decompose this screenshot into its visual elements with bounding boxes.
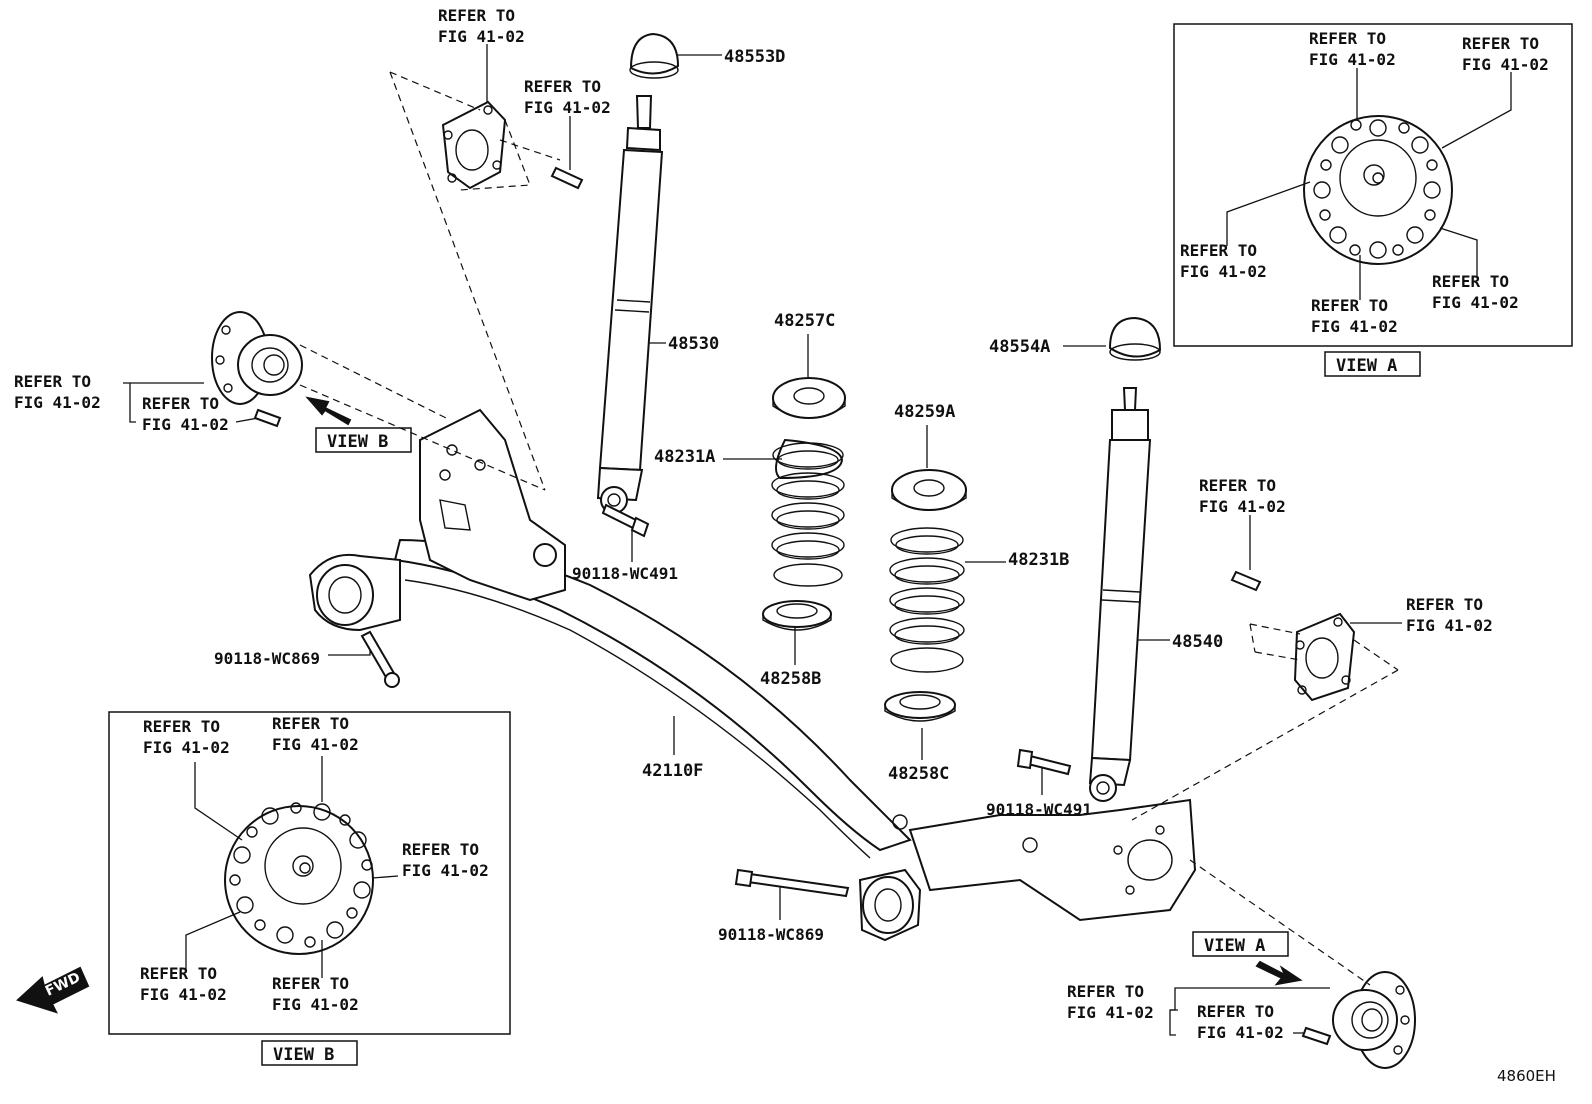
view-b-refer-top-line1: REFER TO — [272, 714, 349, 733]
view-a-caption: VIEW A — [1336, 356, 1397, 376]
coil-spring-48231A[interactable] — [771, 438, 845, 587]
rear-axle-beam-42110F[interactable] — [308, 408, 1197, 942]
view-a-arrow-caption: VIEW A — [1204, 936, 1265, 956]
coil-spring-48231B[interactable] — [889, 527, 965, 673]
view-a-refer-top-line1: REFER TO — [1309, 29, 1386, 48]
refer-right-bracket-line2: FIG 41-02 — [1406, 616, 1493, 635]
axle-hub-left — [211, 311, 546, 491]
part-labels: 48553D 48530 48257C 48231A 48258B 48259A… — [214, 47, 1223, 944]
view-a-refer-bottom-line2: FIG 41-02 — [1311, 317, 1398, 336]
label-90118-WC491-left[interactable]: 90118-WC491 — [572, 564, 678, 583]
label-48258B[interactable]: 48258B — [760, 669, 821, 689]
diagram-code: 4860EH — [1497, 1067, 1556, 1085]
refer-right-hub-line2: FIG 41-02 — [1067, 1003, 1154, 1022]
view-b-callout-tag: VIEW B — [305, 396, 412, 453]
refer-right-bracket-line1: REFER TO — [1406, 595, 1483, 614]
refer-left-bolt-line1: REFER TO — [142, 394, 219, 413]
bump-stopper-48553D[interactable] — [629, 32, 680, 79]
label-42110F[interactable]: 42110F — [642, 761, 703, 781]
label-48553D[interactable]: 48553D — [724, 47, 785, 67]
fwd-arrow-icon: FWD — [16, 966, 90, 1014]
refer-callouts: REFER TO FIG 41-02 REFER TO FIG 41-02 RE… — [14, 6, 1549, 1042]
view-b-refer-top-line2: FIG 41-02 — [272, 735, 359, 754]
label-90118-WC869-bottom[interactable]: 90118-WC869 — [718, 925, 824, 944]
bolt-90118-WC491-right[interactable] — [1016, 748, 1072, 776]
view-b-refer-bottom-line2: FIG 41-02 — [272, 995, 359, 1014]
upper-insulator-48259A[interactable] — [891, 469, 967, 511]
view-a-refer-right-line1: REFER TO — [1432, 272, 1509, 291]
lower-insulator-48258C[interactable] — [884, 691, 956, 722]
view-b-tag: VIEW B — [261, 1040, 358, 1066]
view-a-refer-top-line2: FIG 41-02 — [1309, 50, 1396, 69]
view-b-refer-bottom-line1: REFER TO — [272, 974, 349, 993]
refer-top-bracket-line1: REFER TO — [438, 6, 515, 25]
view-a-callout-tag: VIEW A — [1192, 931, 1303, 986]
label-48530[interactable]: 48530 — [668, 334, 719, 354]
label-48231B[interactable]: 48231B — [1008, 550, 1069, 570]
refer-top-bracket-line2: FIG 41-02 — [438, 27, 525, 46]
bolt-90118-WC491-left[interactable] — [601, 503, 650, 538]
refer-right-bolt-line1: REFER TO — [1199, 476, 1276, 495]
view-a-refer-left-line2: FIG 41-02 — [1180, 262, 1267, 281]
upper-insulator-48257C[interactable] — [772, 377, 846, 419]
small-bolt-right — [1230, 570, 1262, 592]
refer-right-bolt-line2: FIG 41-02 — [1199, 497, 1286, 516]
small-bolt-top — [550, 166, 584, 190]
refer-right-hub-line1: REFER TO — [1067, 982, 1144, 1001]
label-48259A[interactable]: 48259A — [894, 402, 955, 422]
refer-right-hub-bolt-line2: FIG 41-02 — [1197, 1023, 1284, 1042]
refer-left-hub-line1: REFER TO — [14, 372, 91, 391]
view-a-tag: VIEW A — [1324, 351, 1421, 377]
view-b-panel — [108, 711, 511, 1035]
view-b-refer-bl-line1: REFER TO — [140, 964, 217, 983]
view-a-refer-bottom-line1: REFER TO — [1311, 296, 1388, 315]
brake-backing-plate-top-left — [389, 71, 561, 491]
view-b-refer-tl-line1: REFER TO — [143, 717, 220, 736]
bump-stopper-48554A[interactable] — [1108, 316, 1162, 361]
view-a-refer-tr-line1: REFER TO — [1462, 34, 1539, 53]
lower-insulator-48258B[interactable] — [762, 600, 832, 631]
view-b-refer-tl-line2: FIG 41-02 — [143, 738, 230, 757]
refer-top-bolt-line1: REFER TO — [524, 77, 601, 96]
label-48258C[interactable]: 48258C — [888, 764, 949, 784]
refer-left-bolt-line2: FIG 41-02 — [142, 415, 229, 434]
refer-right-hub-bolt-line1: REFER TO — [1197, 1002, 1274, 1021]
bolt-90118-WC869-left[interactable] — [360, 630, 400, 688]
shock-absorber-48540[interactable] — [1088, 387, 1152, 802]
view-a-refer-tr-line2: FIG 41-02 — [1462, 55, 1549, 74]
shock-absorber-48530[interactable] — [596, 95, 664, 514]
label-48540[interactable]: 48540 — [1172, 632, 1223, 652]
view-a-refer-right-line2: FIG 41-02 — [1432, 293, 1519, 312]
view-b-arrow-caption: VIEW B — [327, 432, 388, 452]
label-48231A[interactable]: 48231A — [654, 447, 715, 467]
small-bolt-left-hub — [253, 408, 282, 428]
view-b-refer-bl-line2: FIG 41-02 — [140, 985, 227, 1004]
view-b-refer-right-line2: FIG 41-02 — [402, 861, 489, 880]
view-b-caption: VIEW B — [273, 1045, 334, 1065]
label-48257C[interactable]: 48257C — [774, 311, 835, 331]
label-90118-WC869-left[interactable]: 90118-WC869 — [214, 649, 320, 668]
small-bolt-right-hub — [1301, 1026, 1332, 1046]
view-a-refer-left-line1: REFER TO — [1180, 241, 1257, 260]
refer-top-bolt-line2: FIG 41-02 — [524, 98, 611, 117]
label-48554A[interactable]: 48554A — [989, 337, 1050, 357]
axle-hub-right — [1189, 859, 1416, 1069]
brake-backing-plate-right — [1131, 612, 1399, 821]
bolt-90118-WC869-bottom[interactable] — [734, 868, 850, 898]
refer-left-hub-line2: FIG 41-02 — [14, 393, 101, 412]
view-b-refer-right-line1: REFER TO — [402, 840, 479, 859]
view-a-panel — [1173, 23, 1573, 347]
